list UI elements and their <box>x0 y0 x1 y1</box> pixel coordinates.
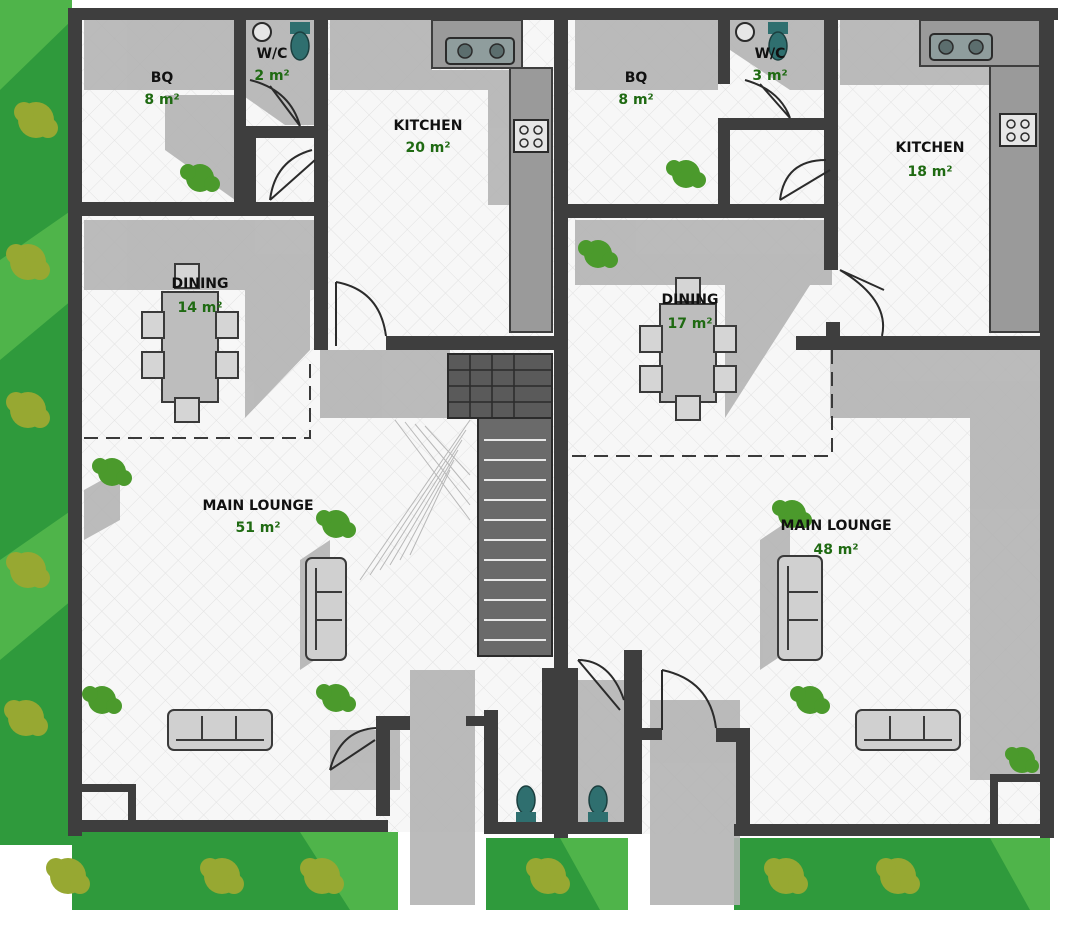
svg-text:51 m²: 51 m² <box>235 520 280 536</box>
plant-icon <box>92 458 132 486</box>
bush-icon <box>6 244 50 280</box>
cooktop-icon <box>513 119 549 153</box>
bush-icon <box>6 392 50 428</box>
toilet-icon <box>768 22 788 61</box>
svg-text:2 m²: 2 m² <box>254 68 289 84</box>
toilet-icon <box>516 785 536 822</box>
svg-text:W/C: W/C <box>257 46 288 62</box>
bush-icon <box>6 552 50 588</box>
room-label-left-kitchen: KITCHEN 20 m² <box>394 118 463 156</box>
dining-table-left <box>141 263 239 423</box>
room-label-right-lounge: MAIN LOUNGE 48 m² <box>780 518 891 558</box>
sofa-left-horizontal <box>167 709 273 751</box>
plant-icon <box>772 500 812 528</box>
room-label-right-dining: DINING 17 m² <box>662 292 719 332</box>
room-label-left-wc: W/C 2 m² <box>254 46 289 84</box>
plant-icon <box>790 686 830 714</box>
svg-text:BQ: BQ <box>151 70 174 86</box>
svg-text:48 m²: 48 m² <box>813 542 858 558</box>
svg-text:8 m²: 8 m² <box>144 92 179 108</box>
room-label-right-bq: BQ 8 m² <box>618 70 653 108</box>
plant-icon <box>666 160 706 188</box>
svg-text:14 m²: 14 m² <box>177 300 222 316</box>
dining-table-right <box>639 277 737 421</box>
bush-icon <box>526 858 570 894</box>
room-label-left-bq: BQ 8 m² <box>144 70 179 108</box>
walls <box>68 8 1058 838</box>
plant-icon <box>1005 747 1039 773</box>
bush-icon <box>764 858 808 894</box>
plant-icon <box>316 510 356 538</box>
zone-dashed-lines <box>84 350 833 457</box>
room-label-right-wc: W/C 3 m² <box>752 46 787 84</box>
shadows <box>84 20 1040 905</box>
svg-text:17 m²: 17 m² <box>667 316 712 332</box>
svg-text:MAIN LOUNGE: MAIN LOUNGE <box>202 498 313 514</box>
svg-text:W/C: W/C <box>755 46 786 62</box>
sink-icon <box>929 33 993 61</box>
room-label-right-kitchen: KITCHEN 18 m² <box>896 140 965 180</box>
bush-icon <box>300 858 344 894</box>
plant-icon <box>82 686 122 714</box>
bush-icon <box>4 700 48 736</box>
toilet-icon <box>588 785 608 822</box>
sofa-right-horizontal <box>855 709 961 751</box>
plant-icon <box>180 164 220 192</box>
staircase <box>359 353 553 657</box>
svg-text:KITCHEN: KITCHEN <box>896 140 965 156</box>
svg-text:DINING: DINING <box>172 276 229 292</box>
svg-text:20 m²: 20 m² <box>405 140 450 156</box>
svg-text:KITCHEN: KITCHEN <box>394 118 463 134</box>
svg-text:8 m²: 8 m² <box>618 92 653 108</box>
door-swings <box>249 79 885 771</box>
sofa-right-vertical <box>777 555 823 661</box>
sofa-left-vertical <box>305 557 347 661</box>
svg-text:3 m²: 3 m² <box>752 68 787 84</box>
svg-text:18 m²: 18 m² <box>907 164 952 180</box>
sink-icon <box>445 37 515 65</box>
bush-icon <box>14 102 58 138</box>
bush-icon <box>46 858 90 894</box>
svg-text:MAIN LOUNGE: MAIN LOUNGE <box>780 518 891 534</box>
svg-text:DINING: DINING <box>662 292 719 308</box>
plant-icon <box>578 240 618 268</box>
room-label-left-lounge: MAIN LOUNGE 51 m² <box>202 498 313 536</box>
garden-bottom-left <box>72 832 398 910</box>
room-label-left-dining: DINING 14 m² <box>172 276 229 316</box>
garden-bottom-middle <box>486 838 628 910</box>
washbasin-icon <box>252 22 272 42</box>
svg-text:BQ: BQ <box>625 70 648 86</box>
cooktop-icon <box>999 113 1037 147</box>
bush-icon <box>876 858 920 894</box>
plant-icon <box>316 684 356 712</box>
toilet-icon <box>290 22 310 61</box>
bush-icon <box>200 858 244 894</box>
washbasin-icon <box>735 22 755 42</box>
